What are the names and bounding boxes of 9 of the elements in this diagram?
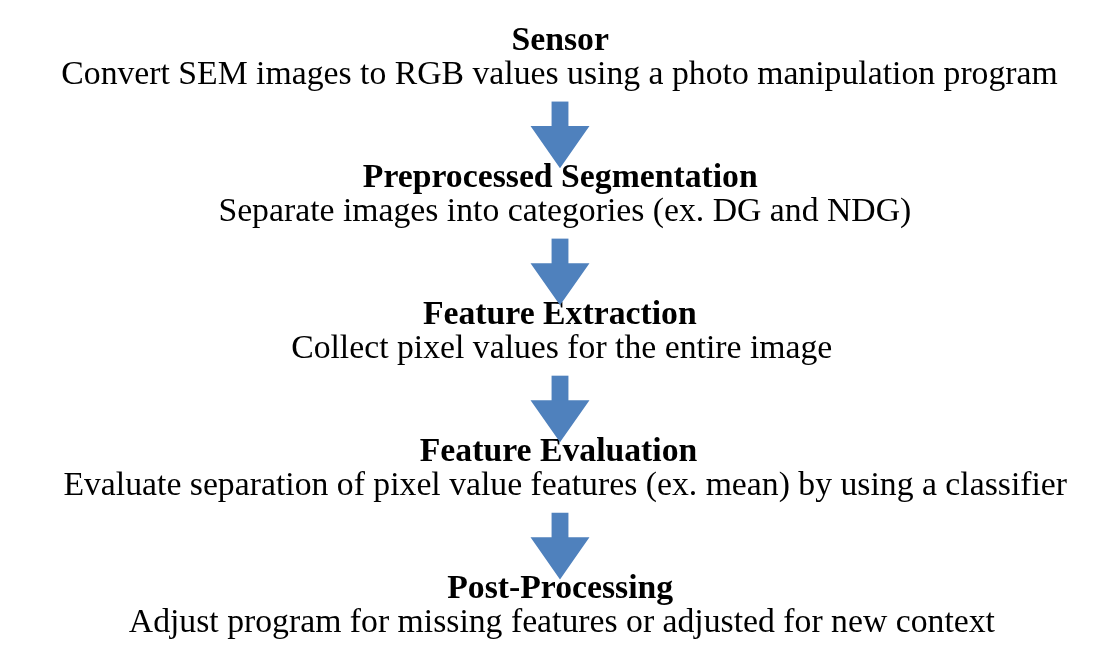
arrow bbox=[530, 101, 590, 169]
arrow bbox=[530, 375, 590, 443]
arrow bbox=[530, 238, 590, 306]
node-text: Preprocessed Segmentation Separate images into categories (ex. DG and NDG) bbox=[218, 157, 912, 228]
node-text: Feature Evaluation Evaluate separation of pixel value features (ex. mean) by using a classifier bbox=[63, 431, 1068, 502]
node-text: Sensor Convert SEM images to RGB values using a photo manipulation program bbox=[61, 20, 1058, 91]
node-text: Post-Processing Adjust program for missing features or adjusted for new context bbox=[128, 568, 995, 640]
node-text: Feature Extraction Collect pixel values for the entire image bbox=[291, 294, 833, 365]
arrow bbox=[530, 512, 590, 580]
